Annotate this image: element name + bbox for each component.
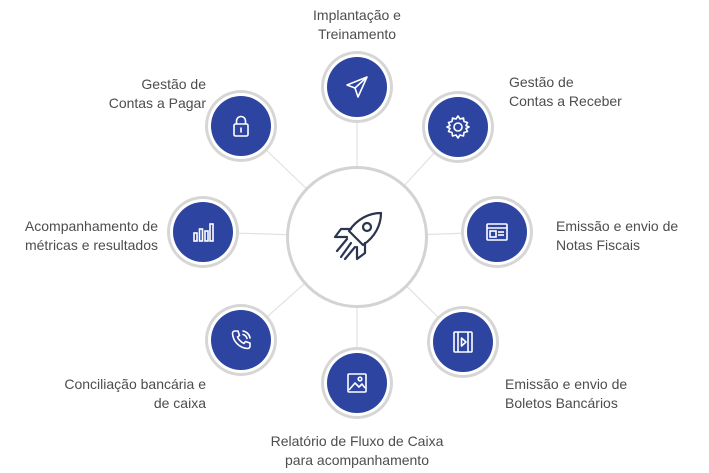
label-line: Emissão e envio de	[556, 218, 679, 234]
gear-icon	[446, 115, 470, 139]
node-contas-receber[interactable]	[428, 97, 488, 157]
label-line: Contas a Receber	[509, 93, 622, 109]
film-play-icon	[453, 331, 473, 353]
label-line: Relatório de Fluxo de Caixa	[270, 433, 444, 449]
label-line: para acompanhamento	[285, 452, 429, 468]
invoice-icon	[486, 223, 508, 241]
node-relatorio[interactable]	[327, 353, 387, 413]
label-line: de caixa	[153, 395, 206, 411]
label-conciliacao: Conciliação bancária e de caixa	[40, 375, 206, 413]
label-contas-pagar: Gestão de Contas a Pagar	[74, 75, 206, 113]
rocket-icon	[333, 211, 383, 261]
label-line: Conciliação bancária e	[64, 376, 206, 392]
bar-chart-icon	[193, 223, 214, 242]
label-relatorio: Relatório de Fluxo de Caixa para acompan…	[242, 432, 472, 470]
label-line: Gestão de	[509, 74, 574, 90]
node-contas-pagar[interactable]	[211, 96, 271, 156]
label-metricas: Acompanhamento de métricas e resultados	[2, 217, 158, 255]
hub-circle	[286, 166, 428, 308]
label-line: Implantação e	[313, 7, 401, 23]
label-implantacao: Implantação e Treinamento	[277, 6, 437, 44]
node-conciliacao[interactable]	[211, 310, 271, 370]
label-line: Gestão de	[141, 76, 206, 92]
label-notas-fiscais: Emissão e envio de Notas Fiscais	[556, 217, 678, 255]
label-line: Acompanhamento de	[24, 218, 158, 234]
node-implantacao[interactable]	[327, 57, 387, 117]
label-line: Boletos Bancários	[505, 395, 618, 411]
label-line: Emissão e envio de	[505, 376, 628, 392]
paper-plane-icon	[346, 76, 368, 98]
label-line: Notas Fiscais	[556, 237, 641, 253]
node-metricas[interactable]	[173, 202, 233, 262]
image-icon	[347, 373, 367, 393]
label-line: Treinamento	[317, 26, 397, 42]
label-boletos: Emissão e envio de Boletos Bancários	[505, 375, 627, 413]
node-notas-fiscais[interactable]	[467, 202, 527, 262]
node-boletos[interactable]	[433, 312, 493, 372]
label-contas-receber: Gestão de Contas a Receber	[509, 73, 622, 111]
label-line: métricas e resultados	[24, 237, 158, 253]
label-line: Contas a Pagar	[108, 95, 206, 111]
lock-icon	[233, 115, 249, 137]
phone-call-icon	[231, 330, 251, 350]
